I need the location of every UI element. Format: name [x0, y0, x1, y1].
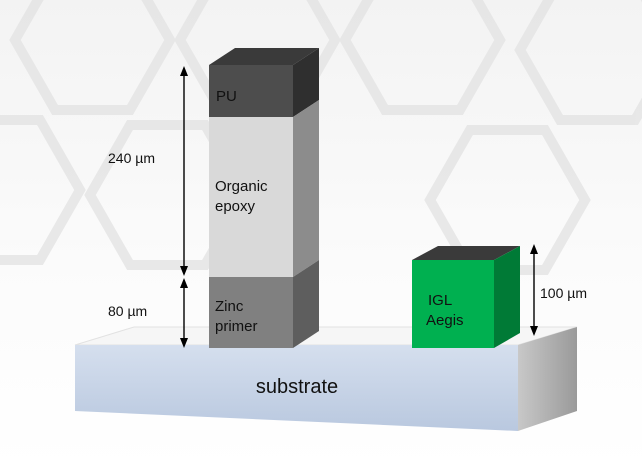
- igl-front-face: [412, 260, 494, 348]
- stack-dimension-arrows: [180, 66, 188, 348]
- igl-label-line1: IGL: [428, 292, 452, 309]
- organic-epoxy-layer: [209, 117, 293, 277]
- stack-top-face: [209, 48, 319, 65]
- igl-side-face: [494, 246, 520, 348]
- coating-stack: [209, 48, 319, 348]
- pu-label: PU: [216, 88, 237, 105]
- lower-thickness-label: 80 µm: [108, 303, 147, 319]
- igl-label-line2: Aegis: [426, 312, 464, 329]
- organic-epoxy-label-line1: Organic: [215, 178, 268, 195]
- upper-thickness-label: 240 µm: [108, 150, 155, 166]
- zinc-side-face: [293, 260, 319, 348]
- igl-aegis-block: [412, 246, 520, 348]
- zinc-primer-label-line1: Zinc: [215, 298, 244, 315]
- zinc-primer-label-line2: primer: [215, 318, 258, 335]
- substrate-label: substrate: [256, 376, 338, 398]
- zinc-primer-layer: [209, 277, 293, 348]
- igl-dimension-arrow: [530, 244, 538, 336]
- pu-layer: [209, 65, 293, 117]
- igl-thickness-label: 100 µm: [540, 285, 587, 301]
- epoxy-side-face: [293, 100, 319, 277]
- igl-top-face: [412, 246, 520, 260]
- pu-side-face: [293, 48, 319, 117]
- organic-epoxy-label-line2: epoxy: [215, 198, 256, 215]
